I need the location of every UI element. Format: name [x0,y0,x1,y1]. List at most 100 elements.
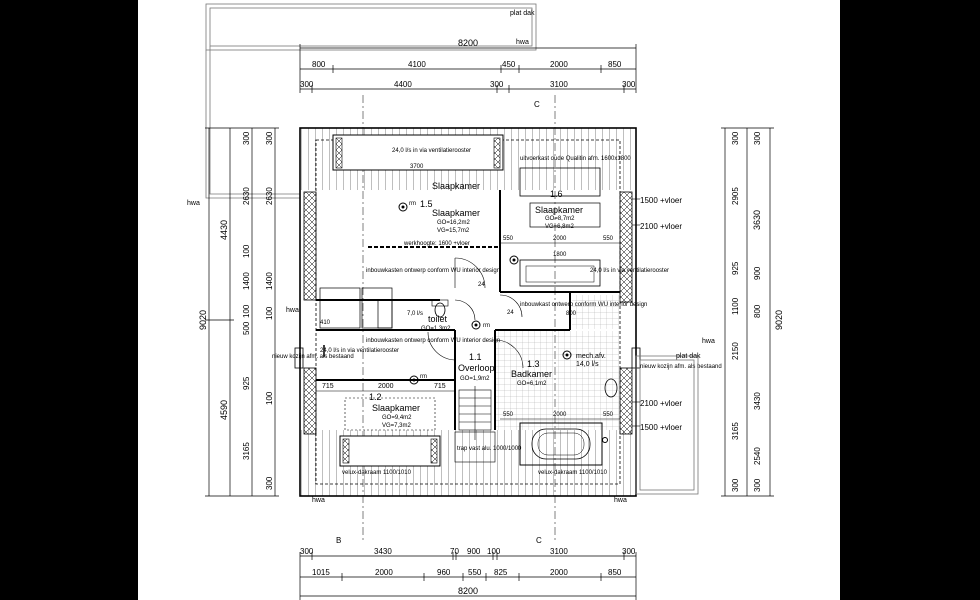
li-4: 100 [242,304,251,318]
hwa-bottom-left: hwa [312,497,325,504]
room-right-num: 1.6 [550,189,563,199]
left-outer-2: 4590 [219,400,229,420]
knee-wall-left-top [303,191,317,301]
hwa-left-top: hwa [187,200,200,207]
bath-tiles [496,331,619,430]
closet-note-1: inbouwkasten ontwerp conform WU interior… [366,268,500,274]
room-right-dim2: 2000 [553,236,567,242]
hwa-bottom-right: hwa [614,497,627,504]
right-total: 9020 [774,310,784,330]
toilet-name: toilet [428,314,448,324]
ri-16: 300 [731,478,740,492]
top-dim-1: 800 [312,60,326,69]
stair-note: trap vast alu. 1000/1000 [457,446,522,452]
velux-note-2: velux-dakraam 1100/1010 [538,470,608,476]
li-12: 3165 [242,442,251,460]
li-0: 300 [242,131,251,145]
li2-10: 100 [265,391,274,405]
li2-15: 300 [265,476,274,490]
flat-roof-right [635,355,699,495]
closets-left [319,287,393,329]
ri-7: 1100 [731,297,740,315]
hwa-left-mid: hwa [286,307,299,314]
bath-mech: mech.afv. [576,353,606,360]
bath-dim-side: 800 [566,311,577,317]
rm-3: rm [420,374,427,380]
room-right-dim3: 550 [603,236,614,242]
bd-1: 3430 [374,547,392,556]
bottom-total: 8200 [458,586,478,596]
li-2: 100 [242,244,251,258]
knee-left: nieuw kozijn afm. als bestaand [272,354,354,360]
bath-dim1: 550 [503,412,514,418]
top-dim-4: 2000 [550,60,568,69]
bd-3: 900 [467,547,481,556]
top-dim-2: 4100 [408,60,426,69]
floor-plan: plat dak hwa hwa 8200 800 4100 450 2000 … [187,3,784,600]
partitions [316,190,620,430]
overall-width-top: 8200 [458,38,478,48]
bd2-0: 1015 [312,568,330,577]
back-dim1: 715 [322,383,334,390]
level-1: 1500 +vloer [640,196,682,205]
front-width: 3700 [410,164,424,170]
room-front-go: GO=16,2m2 [437,220,471,226]
bd-4: 100 [487,547,501,556]
knee-wall-right-top [619,191,633,303]
back-vg: VG=7,3m2 [382,423,412,429]
back-dim3: 715 [434,383,446,390]
top-dim2-4: 3100 [550,80,568,89]
top-dim2-3: 300 [490,80,504,89]
li2-4: 100 [265,306,274,320]
bed-right [519,259,601,287]
bath-dim3: 550 [603,412,614,418]
height-note: werkhoogte: 1600 +vloer [403,241,470,247]
room-right-mid: 1800 [553,252,567,258]
knee-wall-right-bottom [619,367,633,435]
door-24a: 24 [478,282,485,288]
velux-note: velux-dakraam 1100/1010 [342,470,412,476]
bd2-4: 825 [494,568,508,577]
bathtub [519,422,603,466]
bath-name: Badkamer [511,369,552,379]
bottom-dimensions [299,552,637,600]
knee-wall-left-bottom [303,367,317,435]
top-dim2-1: 300 [300,80,314,89]
room-right-go: GO=8,7m2 [545,216,575,222]
li-1: 2630 [242,187,251,205]
toilet-vent: 7,0 l/s [407,311,423,317]
li-5: 500 [242,321,251,335]
right-outer-1: 3630 [752,210,762,230]
cabinet-note: uitvoerkast oude Qualitin afm. 1600x1800 [520,156,631,162]
toilet-dim: 410 [320,320,331,326]
back-dim2: 2000 [378,383,394,390]
ri2-8: 800 [753,304,762,318]
bd-5: 3100 [550,547,568,556]
knee-right: nieuw kozijn afm. als bestaand [640,364,722,370]
top-dim-5: 850 [608,60,622,69]
ri-15: 3165 [731,422,740,440]
bd-6: 300 [622,547,636,556]
top-dimensions [299,44,637,93]
li2-0: 300 [265,131,274,145]
bd-0: 300 [300,547,314,556]
section-b: B [336,536,341,545]
rm-2: rm [483,323,490,329]
vent-right: 24,0 l/s in via ventilatierooster [590,268,669,274]
top-dim2-5: 300 [622,80,636,89]
top-dim-3: 450 [502,60,516,69]
toilet-area: GO=1,3m2 [421,326,451,332]
bath-flow: 14,0 l/s [576,361,599,368]
li2-1: 2630 [265,187,274,205]
back-name: Slaapkamer [372,403,420,413]
stair [454,386,496,463]
room-front-name: Slaapkamer [432,181,480,191]
bath-go: GO=6,1m2 [517,381,547,387]
ri-10: 2150 [731,342,740,360]
right-dimension-lines [721,127,774,497]
side-roof-label: plat dak [676,353,701,360]
room-right-vg: VG=6,8m2 [545,224,575,230]
room-front-name2: Slaapkamer [432,208,480,218]
landing-go: GO=1,9m2 [460,376,490,382]
top-dim2-2: 4400 [394,80,412,89]
